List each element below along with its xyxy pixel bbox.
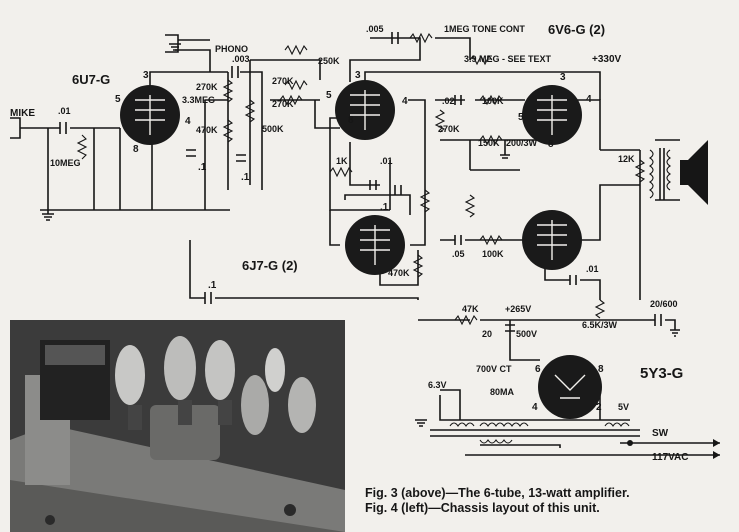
pin-label: 3	[560, 72, 566, 83]
pin-label: 4	[586, 94, 592, 105]
phono-jack-icon	[165, 34, 179, 53]
label-b-265: +265V	[505, 304, 531, 314]
mike-label: MIKE	[10, 108, 35, 119]
label-r-270k-b: 270K	[272, 76, 294, 86]
pin-label: 3	[355, 70, 361, 81]
power-transformer	[449, 422, 633, 446]
tube-label-v4: 5Y3-G	[640, 365, 683, 382]
tube-v2-upper	[335, 80, 395, 140]
speaker-icon	[680, 140, 708, 205]
label-r-100k-b: 100K	[482, 249, 504, 259]
pin-label: 6	[535, 364, 541, 375]
phono-label: PHONO	[215, 44, 248, 54]
label-t-5v: 5V	[618, 402, 629, 412]
output-transformer	[649, 148, 671, 200]
label-r-12k: 12K	[618, 154, 635, 164]
pin-label: 4	[532, 402, 538, 413]
pin-label: 5	[518, 112, 524, 123]
caption-line-2: Fig. 4 (left)—Chassis layout of this uni…	[365, 501, 600, 515]
label-t-700v: 700V CT	[476, 364, 512, 374]
label-c-01-b: .01	[380, 156, 393, 166]
pin-label: 5	[326, 90, 332, 101]
schematic-labels: 6U7-G 6J7-G (2) 6V6-G (2) 5Y3-G MIKE PHO…	[10, 22, 689, 463]
tube-v3-lower	[522, 210, 582, 270]
pin-label: 2	[596, 402, 602, 413]
capacitors	[59, 32, 662, 332]
switch-label: SW	[652, 428, 669, 439]
label-c-1-b: .1	[241, 172, 250, 183]
tube-v1	[120, 85, 180, 145]
tube-v3-upper	[522, 85, 582, 145]
label-r-3-9meg: 3.9 MEG - SEE TEXT	[464, 54, 552, 64]
label-c-20-600: 20/600	[650, 299, 678, 309]
pin-label: 8	[133, 144, 139, 155]
tube-label-v2: 6J7-G (2)	[242, 258, 298, 273]
label-r-100k-a: 100K	[482, 96, 504, 106]
tube-v2-lower	[345, 215, 405, 275]
label-t-80ma: 80MA	[490, 387, 515, 397]
pin-label: 3	[143, 70, 149, 81]
caption-line-1: Fig. 3 (above)—The 6-tube, 13-watt ampli…	[365, 486, 630, 500]
label-c-1-a: .1	[198, 162, 207, 173]
mike-jack-icon	[10, 117, 34, 139]
label-r-270k-c: 270K	[272, 99, 294, 109]
pin-label: 8	[548, 139, 554, 150]
label-r-10meg: 10MEG	[50, 158, 81, 168]
label-c-05: .05	[452, 249, 465, 259]
label-c-01-in: .01	[58, 106, 71, 116]
label-c-003: .003	[232, 54, 250, 64]
chassis-photo	[10, 320, 345, 532]
label-tone-control: 1MEG TONE CONT	[444, 24, 525, 34]
label-r-6-5k: 6.5K/3W	[582, 320, 618, 330]
label-c-1-d: .1	[208, 280, 217, 291]
label-c-005: .005	[366, 24, 384, 34]
label-r-47k: 47K	[462, 304, 479, 314]
label-t-6-3v: 6.3V	[428, 380, 447, 390]
figure-caption: Fig. 3 (above)—The 6-tube, 13-watt ampli…	[365, 486, 735, 516]
pin-label: 5	[115, 94, 121, 105]
label-r-150k: 150K	[478, 138, 500, 148]
label-c-02: .02	[442, 96, 455, 106]
label-r-3-3meg: 3.3MEG	[182, 95, 215, 105]
pin-label: 8	[598, 364, 604, 375]
pin-label: 4	[402, 96, 408, 107]
label-r-200-3w: 200/3W	[506, 138, 538, 148]
pin-label: 4	[185, 116, 191, 127]
chassis-photo-image	[10, 320, 345, 532]
resistors	[76, 32, 646, 326]
label-r-270k-d: 270K	[438, 124, 460, 134]
label-b-330: +330V	[592, 54, 622, 65]
tube-v4	[538, 355, 602, 419]
ground-symbols	[42, 43, 680, 427]
label-r-500k: 500K	[262, 124, 284, 134]
label-r-470k-a: 470K	[196, 125, 218, 135]
ac-label: 117VAC	[652, 452, 689, 463]
label-c-20: 20	[482, 329, 492, 339]
tube-label-v1: 6U7-G	[72, 72, 110, 87]
ac-arrows	[713, 439, 720, 459]
label-c-1-c: .1	[380, 202, 389, 213]
label-r-250k: 250K	[318, 56, 340, 66]
label-r-470k-b: 470K	[388, 268, 410, 278]
label-r-270k-a: 270K	[196, 82, 218, 92]
tube-label-v3: 6V6-G (2)	[548, 22, 605, 37]
schematic-wiring	[34, 37, 720, 456]
label-c-500v: 500V	[516, 329, 537, 339]
label-c-01-c: .01	[586, 264, 599, 274]
label-r-1k: 1K	[336, 156, 348, 166]
pin-label: 8	[348, 115, 354, 126]
